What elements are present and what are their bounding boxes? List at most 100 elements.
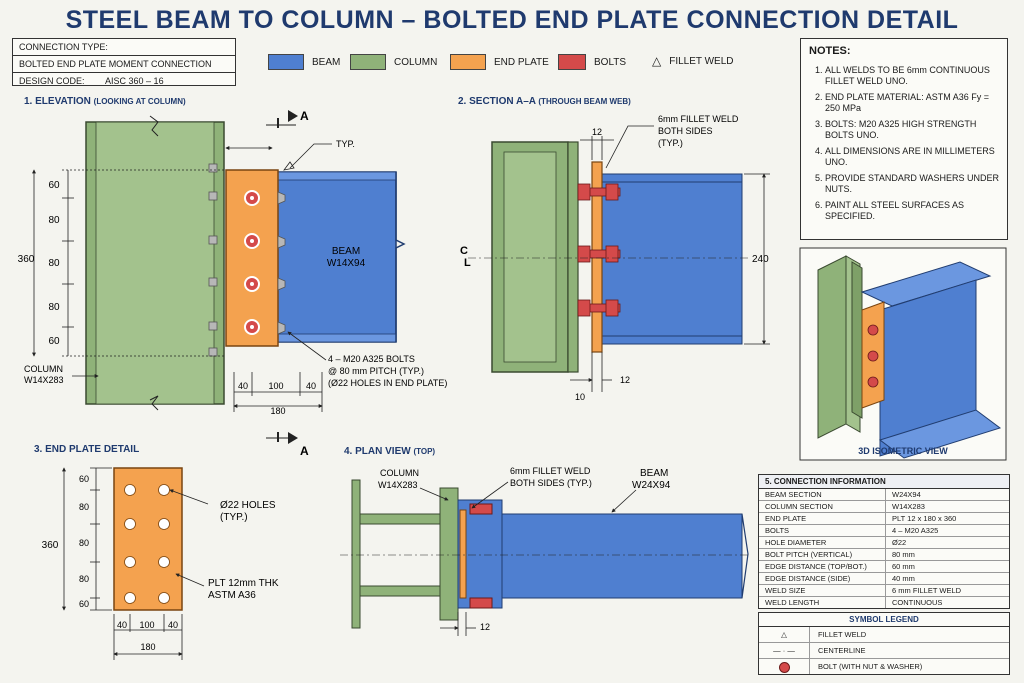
typ-label: TYP.: [336, 139, 355, 149]
table-row: EDGE DISTANCE (SIDE)40 mm: [759, 573, 1009, 585]
plate-dim-total: 360: [42, 540, 59, 551]
plan-beam: [501, 513, 743, 599]
plan-column-flange-left: [351, 479, 361, 629]
bolt-heads-left: [208, 163, 218, 357]
notes-panel: NOTES: ALL WELDS TO BE 6mm CONTINUOUS FI…: [800, 38, 1008, 240]
notes-list: ALL WELDS TO BE 6mm CONTINUOUS FILLET WE…: [801, 65, 1007, 222]
plan-end-plate: [459, 509, 467, 599]
section-mark-top: A: [300, 109, 309, 123]
beam-size: W14X94: [327, 258, 366, 269]
end-plate-heading: 3. END PLATE DETAIL: [34, 444, 140, 455]
plate-dim-v4: 60: [79, 599, 89, 609]
plan-column-flange-right: [439, 487, 459, 621]
symbol-legend: SYMBOL LEGEND △ FILLET WELD — · — CENTER…: [758, 612, 1010, 675]
elev-dim-v2: 80: [48, 258, 60, 269]
legend-end-plate: END PLATE: [450, 54, 549, 70]
plate-dim-v0: 60: [79, 474, 89, 484]
legend-beam-label: BEAM: [312, 56, 341, 68]
legend-column: COLUMN: [350, 54, 437, 70]
elev-dim-v4: 60: [48, 336, 60, 347]
column-swatch: [350, 54, 386, 70]
page-title: STEEL BEAM TO COLUMN – BOLTED END PLATE …: [65, 6, 959, 34]
plan-column-size: W14X283: [378, 480, 418, 490]
section-beam-web: [601, 181, 743, 337]
elev-dim-v1: 80: [48, 215, 60, 226]
section-heading: 2. SECTION A–A (THROUGH BEAM WEB): [458, 96, 631, 107]
plan-beam-label: BEAM: [640, 468, 668, 479]
table-row: EDGE DISTANCE (TOP/BOT.)60 mm: [759, 561, 1009, 573]
legend-beam: BEAM: [268, 54, 340, 70]
connection-info-box: CONNECTION TYPE: BOLTED END PLATE MOMENT…: [12, 38, 236, 86]
elev-dim-total: 360: [18, 254, 35, 265]
bolt-heads-right: [277, 191, 286, 335]
section-view: C L 12 6mm FILLET WELD BOTH SIDES (TYP.)…: [460, 114, 770, 402]
section-bolts: [577, 183, 621, 317]
plan-column-label: COLUMN: [380, 468, 419, 478]
break-line-bottom: [149, 395, 159, 411]
plate-holes: [124, 484, 170, 604]
plan-bolt-bottom: [469, 597, 493, 609]
plate-dim-h2: 40: [168, 620, 178, 630]
plate-note-1: PLT 12mm THK: [208, 578, 279, 589]
list-item: — · — CENTERLINE: [759, 643, 1009, 659]
elev-dim-h2: 40: [306, 381, 316, 391]
bolt-icon: [759, 659, 810, 674]
plan-beam-size: W24X94: [632, 480, 671, 491]
design-code-row: DESIGN CODE: AISC 360 – 16: [13, 73, 235, 89]
note-item: PAINT ALL STEEL SURFACES AS SPECIFIED.: [825, 200, 1001, 222]
elev-dim-h0: 40: [238, 381, 248, 391]
bolt-note-2: @ 80 mm PITCH (TYP.): [328, 366, 424, 376]
legend-bolts: BOLTS: [558, 54, 626, 70]
design-code-value: AISC 360 – 16: [105, 76, 164, 86]
section-weld-note-2: BOTH SIDES: [658, 126, 713, 136]
beam-swatch: [268, 54, 304, 70]
column-web: [95, 121, 215, 405]
notes-title: NOTES:: [809, 45, 851, 57]
list-item: △ FILLET WELD: [759, 627, 1009, 643]
plate-dim-v1: 80: [79, 502, 89, 512]
section-beam-bottom-flange: [601, 335, 743, 345]
plan-dim: 12: [480, 622, 490, 632]
symbol-legend-title: SYMBOL LEGEND: [759, 613, 1009, 627]
column-size: W14X283: [24, 375, 64, 385]
plate-dim-v3: 80: [79, 574, 89, 584]
section-dim-bottom-left: 10: [575, 392, 585, 402]
note-item: END PLATE MATERIAL: ASTM A36 Fy = 250 MP…: [825, 92, 1001, 114]
connection-info-title: 5. CONNECTION INFORMATION: [759, 475, 1009, 489]
plan-bolt-top: [469, 503, 493, 515]
design-code-label: DESIGN CODE:: [19, 76, 85, 86]
list-item: BOLT (WITH NUT & WASHER): [759, 659, 1009, 674]
section-weld-note-1: 6mm FILLET WELD: [658, 114, 739, 124]
legend-column-label: COLUMN: [394, 56, 438, 68]
break-line-top: [149, 115, 159, 137]
bolt-note-3: (Ø22 HOLES IN END PLATE): [328, 378, 447, 388]
section-beam-top-flange: [601, 173, 743, 183]
connection-type-value: BOLTED END PLATE MOMENT CONNECTION: [13, 56, 235, 73]
plate-dim-width: 180: [140, 642, 155, 652]
note-item: PROVIDE STANDARD WASHERS UNDER NUTS.: [825, 173, 1001, 195]
section-dim-bottom-right: 12: [620, 375, 630, 385]
iso-caption: 3D ISOMETRIC VIEW: [858, 446, 948, 456]
plate-dim-h1: 100: [139, 620, 154, 630]
elev-dim-h1: 100: [268, 381, 283, 391]
note-item: ALL DIMENSIONS ARE IN MILLIMETERS UNO.: [825, 146, 1001, 168]
holes-note-2: (TYP.): [220, 512, 248, 523]
plan-weld-note-2: BOTH SIDES (TYP.): [510, 478, 592, 488]
end-plate-detail: 360 60 80 80 80 60 40 100 40 180 Ø22 HOL…: [42, 467, 279, 660]
note-item: BOLTS: M20 A325 HIGH STRENGTH BOLTS UNO.: [825, 119, 1001, 141]
holes-note-1: Ø22 HOLES: [220, 500, 276, 511]
plan-view: COLUMN W14X283 6mm FILLET WELD BOTH SIDE…: [340, 466, 750, 636]
note-item: ALL WELDS TO BE 6mm CONTINUOUS FILLET WE…: [825, 65, 1001, 87]
centerline-icon: — · —: [759, 643, 810, 658]
legend-fillet-weld: △ FILLET WELD: [652, 54, 734, 68]
plan-heading: 4. PLAN VIEW (TOP): [344, 446, 436, 457]
elev-dim-v0: 60: [48, 180, 60, 191]
plate-dim-h0: 40: [117, 620, 127, 630]
